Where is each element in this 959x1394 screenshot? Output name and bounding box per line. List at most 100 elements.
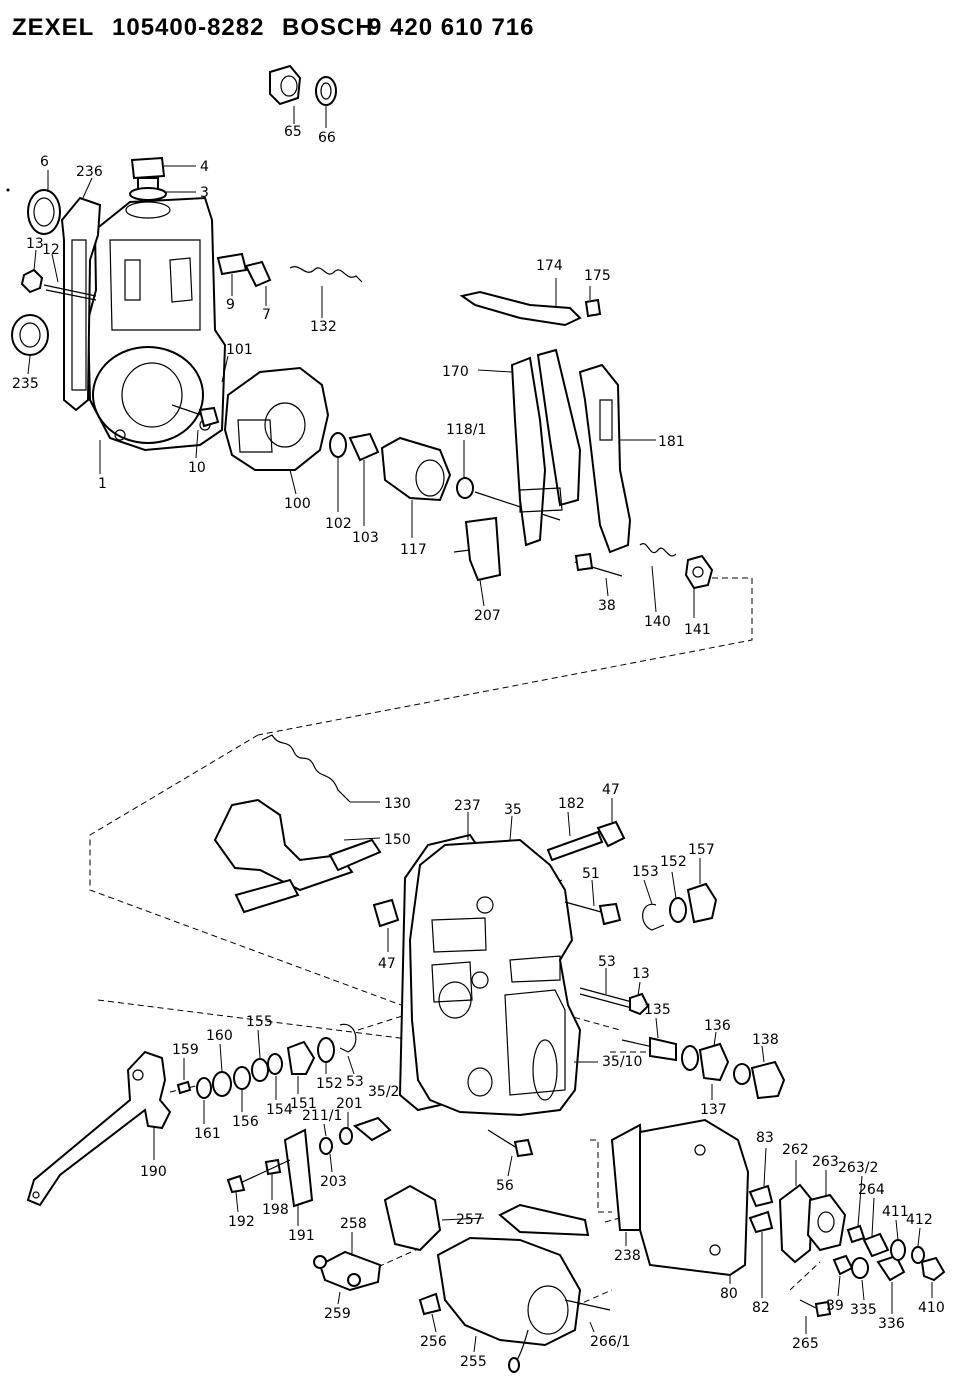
screw-256 <box>418 1292 442 1316</box>
cap-138 <box>750 1060 786 1100</box>
drawing-header: ZEXEL 105400-8282 BOSCH 9 420 610 716 <box>0 14 959 54</box>
label-238: 238 <box>614 1248 641 1264</box>
label-152-bottom: 152 <box>316 1076 343 1092</box>
nut-13-top <box>20 268 44 294</box>
screw-263-2 <box>846 1224 866 1244</box>
brand-name: BOSCH <box>282 14 374 41</box>
label-65: 65 <box>284 124 302 140</box>
screw-7 <box>244 260 272 288</box>
label-237: 237 <box>454 798 481 814</box>
key-159 <box>176 1080 192 1095</box>
washer-118-1 <box>456 477 474 499</box>
label-170: 170 <box>442 364 469 380</box>
label-82: 82 <box>752 1300 770 1316</box>
link-174 <box>459 290 582 327</box>
label-80: 80 <box>720 1286 738 1302</box>
screw-135 <box>621 1036 677 1062</box>
label-38: 38 <box>598 598 616 614</box>
label-141: 141 <box>684 622 711 638</box>
nut-136 <box>698 1042 730 1082</box>
block-207 <box>453 516 502 582</box>
label-39: 39 <box>826 1298 844 1314</box>
label-47-left: 47 <box>378 956 396 972</box>
label-9: 9 <box>226 297 235 313</box>
nut-141 <box>684 554 714 590</box>
plate-258 <box>318 1250 382 1292</box>
label-51: 51 <box>582 866 600 882</box>
scan-speck <box>6 188 10 192</box>
screw-82 <box>748 1210 774 1234</box>
bosch-part-number: 9 420 610 716 <box>368 14 535 41</box>
cap-6 <box>27 189 61 235</box>
label-151: 151 <box>290 1096 317 1112</box>
solenoid-255 <box>436 1236 582 1347</box>
label-175: 175 <box>584 268 611 284</box>
label-1: 1 <box>98 476 107 492</box>
flyweight-assembly-100 <box>223 366 330 471</box>
governor-cover-35 <box>408 838 582 1117</box>
washer-161 <box>196 1077 212 1099</box>
label-263: 263 <box>812 1154 839 1170</box>
label-259: 259 <box>324 1306 351 1322</box>
nut-39 <box>832 1254 854 1276</box>
label-12: 12 <box>42 242 60 258</box>
washer-102 <box>329 432 347 458</box>
label-154: 154 <box>266 1102 293 1118</box>
label-83: 83 <box>756 1130 774 1146</box>
shaft-axis-line <box>474 491 561 521</box>
washer-66 <box>315 76 337 106</box>
label-132: 132 <box>310 319 337 335</box>
label-207: 207 <box>474 608 501 624</box>
clip-153-top <box>642 903 665 931</box>
screw-83 <box>748 1184 774 1208</box>
spring-130 <box>261 734 351 803</box>
screw-198 <box>264 1158 282 1176</box>
lever-150 <box>213 798 382 914</box>
label-410: 410 <box>918 1300 945 1316</box>
label-103: 103 <box>352 530 379 546</box>
stud-12 <box>43 284 97 301</box>
screw-47-top <box>596 820 626 848</box>
label-13-bottom: 13 <box>632 966 650 982</box>
label-156: 156 <box>232 1114 259 1130</box>
screw-10 <box>171 404 220 428</box>
seal-ring-3 <box>129 187 167 201</box>
label-117: 117 <box>400 542 427 558</box>
label-174: 174 <box>536 258 563 274</box>
spring-132 <box>289 266 363 283</box>
label-10: 10 <box>188 460 206 476</box>
label-266-1: 266/1 <box>590 1334 630 1350</box>
cap-157 <box>686 882 718 924</box>
cap-nut-65 <box>269 64 302 106</box>
label-6: 6 <box>40 154 49 170</box>
bushing-156 <box>233 1066 251 1090</box>
washer-201 <box>339 1127 353 1145</box>
label-155: 155 <box>246 1014 273 1030</box>
label-412: 412 <box>906 1212 933 1228</box>
nut-264 <box>862 1232 890 1258</box>
label-160: 160 <box>206 1028 233 1044</box>
clip-153-bottom <box>339 1023 357 1053</box>
boot-257 <box>383 1184 442 1252</box>
screw-192 <box>226 1159 291 1194</box>
label-137: 137 <box>700 1102 727 1118</box>
label-100: 100 <box>284 496 311 512</box>
nut-336 <box>876 1254 906 1282</box>
plunger-211-1 <box>352 1116 392 1142</box>
ring-152-top <box>669 897 687 923</box>
label-181: 181 <box>658 434 685 450</box>
label-35-2: 35/2 <box>368 1084 399 1100</box>
label-336: 336 <box>878 1316 905 1332</box>
screw-265 <box>799 1299 832 1318</box>
gasket-236 <box>60 196 102 412</box>
screw-53-top <box>579 987 633 1009</box>
label-411: 411 <box>882 1204 909 1220</box>
label-53-bottom: 53 <box>346 1074 364 1090</box>
label-35: 35 <box>504 802 522 818</box>
bearing-103 <box>348 432 380 462</box>
label-191: 191 <box>288 1228 315 1244</box>
ring-152-bottom <box>317 1037 335 1063</box>
label-66: 66 <box>318 130 336 146</box>
label-101: 101 <box>226 342 253 358</box>
label-118-1: 118/1 <box>446 422 486 438</box>
